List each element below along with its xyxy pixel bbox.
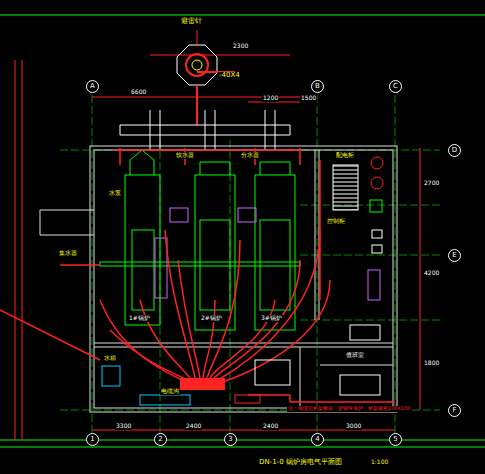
boiler-label: 3#锅炉: [260, 315, 283, 322]
note-text: 电缆沟: [160, 388, 180, 395]
dimension-text: 2700: [423, 180, 440, 187]
dimension-text: 2400: [185, 423, 202, 430]
dimension-text: 1500: [300, 95, 317, 102]
grid-bubble: F: [448, 404, 461, 417]
equipment-label: 控制柜: [326, 218, 346, 225]
dimension-text: 3000: [345, 423, 362, 430]
grid-bubble: 2: [154, 433, 167, 446]
grid-bubble: 5: [389, 433, 402, 446]
equipment-label: 集水器: [58, 250, 78, 257]
grid-bubble: C: [389, 80, 402, 93]
room-label: 值班室: [345, 352, 365, 359]
grid-bubble: 3: [224, 433, 237, 446]
note-text: 避雷针: [180, 18, 203, 26]
dimension-text: 2300: [232, 43, 249, 50]
grid-bubble: A: [86, 80, 99, 93]
dimension-text: -40X4: [218, 72, 241, 80]
boiler-label: 1#锅炉: [128, 315, 151, 322]
equipment-label: 水泵: [108, 190, 122, 197]
dimension-text: 1800: [423, 360, 440, 367]
dimension-text: 4200: [423, 270, 440, 277]
dimension-text: 6600: [130, 89, 147, 96]
equipment-label: 分水器: [240, 152, 260, 159]
grid-bubble: 4: [311, 433, 324, 446]
dimension-text: 3300: [115, 423, 132, 430]
equipment-label: 软水器: [175, 152, 195, 159]
note-text: 注：电缆沿桥架敷设，穿钢管保护，桥架规格200X100: [287, 406, 412, 412]
dimension-text: 1200: [262, 95, 279, 102]
drawing-title: DN-1-0 锅炉房电气平面图: [258, 459, 343, 467]
equipment-label: 水箱: [103, 355, 117, 362]
grid-bubble: 1: [86, 433, 99, 446]
grid-bubble: B: [311, 80, 324, 93]
boiler-label: 2#锅炉: [200, 315, 223, 322]
dimension-text: 2400: [262, 423, 279, 430]
scale-text: 1:100: [370, 459, 389, 466]
equipment-label: 配电柜: [335, 152, 355, 159]
grid-bubble: E: [448, 249, 461, 262]
grid-bubble: D: [448, 144, 461, 157]
